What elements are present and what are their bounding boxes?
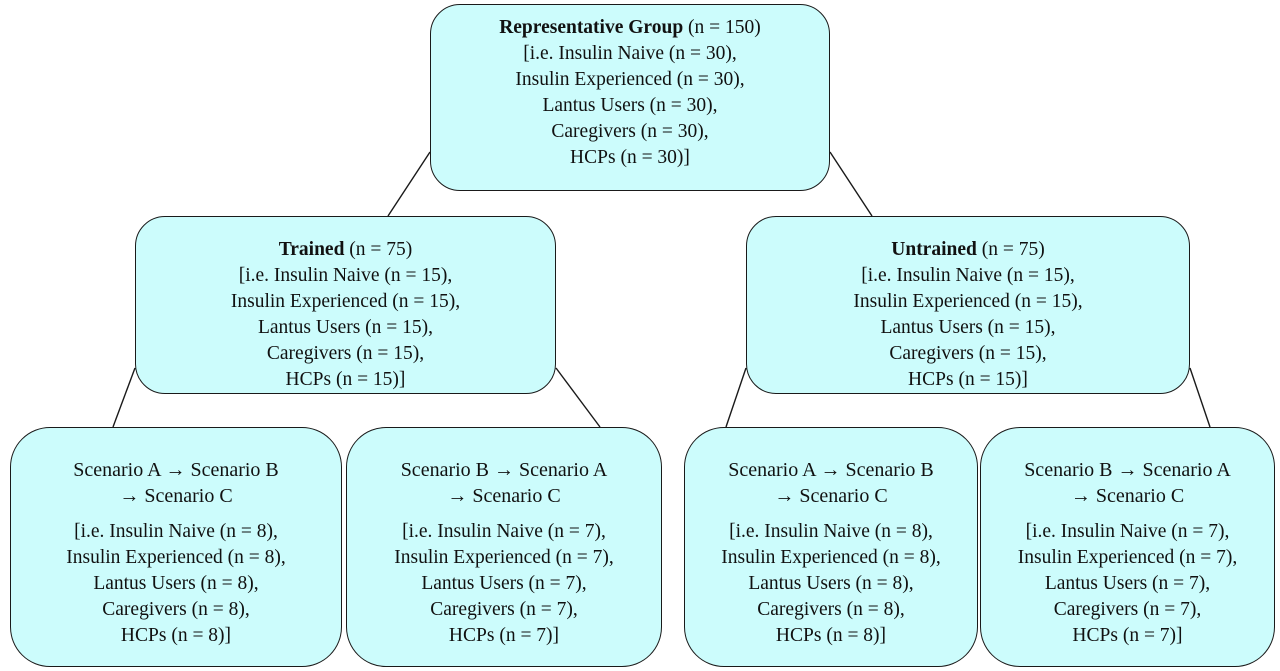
group-line: [i.e. Insulin Naive (n = 15), — [238, 265, 453, 286]
connector-untrained-leaf-4 — [1189, 367, 1211, 428]
leaf-line: Lantus Users (n = 8), — [748, 573, 914, 594]
leaf-line: Lantus Users (n = 8), — [93, 573, 259, 594]
group-line: Insulin Experienced (n = 15), — [853, 291, 1083, 312]
leaf-node-trained-ba-c: Scenario B → Scenario A → Scenario C [i.… — [346, 427, 662, 667]
root-line: Caregivers (n = 30), — [551, 121, 709, 142]
leaf-line: Caregivers (n = 7), — [430, 599, 578, 620]
root-title-line: Representative Group (n = 150) — [431, 15, 829, 41]
root-node-representative-group: Representative Group (n = 150) [i.e. Ins… — [430, 4, 830, 191]
root-line: HCPs (n = 30)] — [570, 147, 690, 168]
scenario-order-line: Scenario A → Scenario B — [728, 459, 934, 481]
leaf-line: Lantus Users (n = 7), — [421, 573, 587, 594]
leaf-line: Caregivers (n = 8), — [757, 599, 905, 620]
root-line: Lantus Users (n = 30), — [542, 95, 718, 116]
leaf-line: HCPs (n = 8)] — [775, 625, 887, 646]
group-title: Trained — [278, 239, 345, 260]
connector-trained-leaf-2 — [555, 367, 601, 428]
leaf-line: Caregivers (n = 8), — [102, 599, 250, 620]
group-line: HCPs (n = 15)] — [285, 369, 406, 390]
leaf-line: HCPs (n = 7)] — [448, 625, 560, 646]
scenario-order-line: → Scenario C — [119, 485, 233, 507]
leaf-line: Caregivers (n = 7), — [1053, 599, 1202, 620]
leaf-line: [i.e. Insulin Naive (n = 8), — [74, 521, 278, 542]
root-title-count: (n = 150) — [688, 17, 761, 38]
group-line: Caregivers (n = 15), — [266, 343, 425, 364]
leaf-node-untrained-ab-c: Scenario A → Scenario B → Scenario C [i.… — [684, 427, 978, 667]
scenario-order-line: Scenario A → Scenario B — [73, 459, 279, 481]
leaf-line: HCPs (n = 7)] — [1072, 625, 1183, 646]
leaf-line: Insulin Experienced (n = 8), — [721, 547, 941, 568]
scenario-order-line: → Scenario C — [774, 485, 888, 507]
connector-root-untrained — [829, 151, 873, 217]
group-line: Lantus Users (n = 15), — [257, 317, 434, 338]
leaf-line: Insulin Experienced (n = 8), — [66, 547, 286, 568]
scenario-order-line: → Scenario C — [1070, 485, 1185, 507]
scenario-order-line: Scenario B → Scenario A — [400, 459, 608, 481]
group-line: Caregivers (n = 15), — [889, 343, 1047, 364]
group-title-count: (n = 75) — [981, 239, 1045, 260]
scenario-order: Scenario A → Scenario B → Scenario C — [11, 457, 341, 509]
leaf-line: [i.e. Insulin Naive (n = 8), — [729, 521, 933, 542]
leaf-line: Insulin Experienced (n = 7), — [1017, 547, 1238, 568]
scenario-order: Scenario B → Scenario A → Scenario C — [981, 457, 1274, 509]
group-line: Lantus Users (n = 15), — [880, 317, 1056, 338]
connector-untrained-leaf-3 — [725, 367, 747, 428]
leaf-node-trained-ab-c: Scenario A → Scenario B → Scenario C [i.… — [10, 427, 342, 667]
root-line: Insulin Experienced (n = 30), — [515, 69, 745, 90]
group-node-untrained: Untrained (n = 75) [i.e. Insulin Naive (… — [746, 216, 1190, 394]
group-node-trained: Trained (n = 75) [i.e. Insulin Naive (n … — [135, 216, 556, 394]
scenario-order-line: → Scenario C — [447, 485, 561, 507]
scenario-order: Scenario B → Scenario A → Scenario C — [347, 457, 661, 509]
scenario-order: Scenario A → Scenario B → Scenario C — [685, 457, 977, 509]
scenario-order-line: Scenario B → Scenario A — [1024, 459, 1231, 481]
group-title-count: (n = 75) — [349, 239, 413, 260]
leaf-line: [i.e. Insulin Naive (n = 7), — [402, 521, 606, 542]
group-title-line: Untrained (n = 75) — [747, 237, 1189, 263]
leaf-line: Lantus Users (n = 7), — [1044, 573, 1211, 594]
group-title: Untrained — [891, 239, 977, 260]
group-line: HCPs (n = 15)] — [908, 369, 1028, 390]
group-line: [i.e. Insulin Naive (n = 15), — [861, 265, 1075, 286]
group-line: Insulin Experienced (n = 15), — [230, 291, 461, 312]
leaf-node-untrained-ba-c: Scenario B → Scenario A → Scenario C [i.… — [980, 427, 1275, 667]
group-title-line: Trained (n = 75) — [136, 237, 555, 263]
leaf-line: HCPs (n = 8)] — [120, 625, 232, 646]
root-title: Representative Group — [499, 17, 684, 38]
leaf-line: Insulin Experienced (n = 7), — [394, 547, 614, 568]
connector-trained-leaf-1 — [112, 367, 136, 428]
root-line: [i.e. Insulin Naive (n = 30), — [523, 43, 737, 64]
connector-root-trained — [387, 151, 431, 217]
leaf-line: [i.e. Insulin Naive (n = 7), — [1025, 521, 1230, 542]
